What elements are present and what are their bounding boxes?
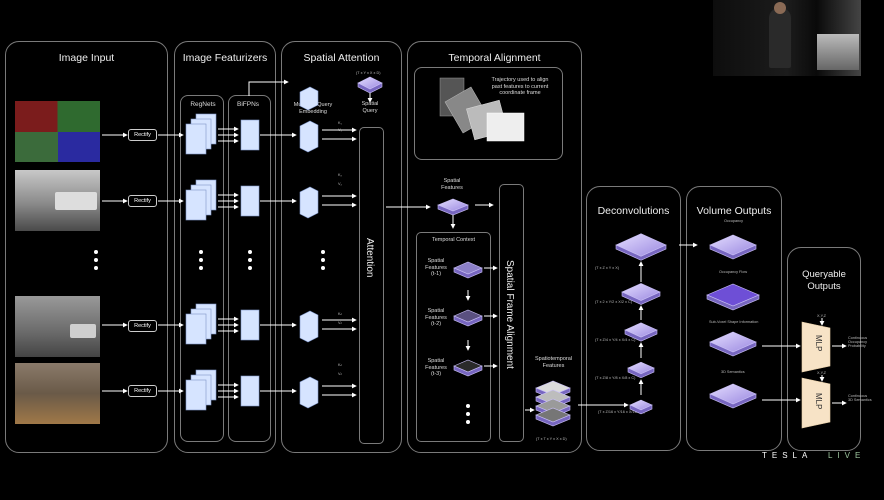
spatiotemporal-dims: (T x T x Y x X x D) — [536, 437, 567, 441]
camera-image-3 — [15, 296, 100, 357]
volume-outputs-panel: Volume Outputs — [686, 186, 782, 451]
image-featurizers-panel: Image Featurizers — [174, 41, 276, 453]
volume-label: Sub-Voxel Shape Information — [709, 320, 759, 324]
context-item-t2: Spatial Features (t-2) — [425, 308, 447, 328]
ellipsis-dots-icon — [94, 250, 98, 274]
bifpns-label: BiFPNs — [236, 101, 260, 108]
panel-title: Spatial Attention — [303, 52, 380, 64]
temporal-alignment-panel: Temporal Alignment — [407, 41, 582, 453]
rectify-box-2: Rectify — [128, 195, 157, 207]
volume-label: 3D Semantics — [721, 370, 745, 374]
queryable-outputs-panel: Queryable Outputs — [787, 247, 861, 451]
continuous-semantics-label: Continuous 3D Semantics — [848, 394, 872, 402]
kv-label: V₁ — [338, 128, 342, 132]
ellipsis-dots-icon — [248, 250, 252, 274]
deconv-dims: (T x 2 x Y/2 x X/2 x C) — [595, 300, 632, 304]
camera-image-1 — [15, 101, 100, 162]
camera-image-4 — [15, 363, 100, 424]
deconv-dims: (T x Z/16 x Y/16 x X/16 x C) — [598, 410, 645, 414]
kv-label: K₂ — [338, 173, 343, 177]
ellipsis-dots-icon — [466, 404, 470, 428]
panel-title: Queryable Outputs — [802, 269, 846, 292]
tesla-brand: TESLA — [762, 451, 813, 460]
mlp-label-2: MLP — [814, 393, 823, 410]
attention-label: Attention — [364, 238, 375, 278]
trajectory-box — [414, 67, 563, 160]
volume-label: Occupancy — [724, 219, 743, 223]
ellipsis-dots-icon — [199, 250, 203, 274]
temporal-context-label: Temporal Context — [431, 237, 476, 243]
rectify-box-4: Rectify — [128, 385, 157, 397]
kv-label: Vₙ — [338, 372, 343, 376]
rectify-box-3: Rectify — [128, 320, 157, 332]
spatial-query-dims: (T x Y x X x D) — [356, 71, 381, 75]
temporal-context-box — [416, 232, 491, 442]
panel-title: Temporal Alignment — [448, 52, 541, 64]
live-brand: LIVE — [828, 451, 866, 460]
deconv-dims: (T x Z/4 x Y/4 x X/4 x C) — [595, 338, 636, 342]
xyz-label: X,Y,Z — [817, 371, 827, 375]
mlp-label-1: MLP — [814, 335, 823, 352]
panel-title: Image Input — [58, 52, 115, 64]
deconv-dims: (T x Z x Y x X) — [595, 266, 620, 270]
spatial-frame-alignment-block — [499, 184, 524, 442]
trajectory-note: Trajectory used to align past features t… — [491, 77, 549, 97]
context-item-t3: Spatial Features (t-3) — [425, 358, 447, 378]
speaker-video — [713, 0, 861, 76]
regnets-column — [180, 95, 224, 442]
attention-block — [359, 127, 384, 444]
ellipsis-dots-icon — [321, 250, 325, 274]
panel-title: Volume Outputs — [696, 205, 772, 217]
spatial-features-label: Spatial Features — [441, 178, 463, 191]
multicam-query-label: Multicam Query Embedding — [293, 102, 333, 115]
xyz-label: X,Y,Z — [817, 314, 827, 318]
rectify-box-1: Rectify — [128, 129, 157, 141]
kv-label: Vₙ — [338, 321, 343, 325]
spatial-attention-panel: Spatial Attention — [281, 41, 402, 453]
panel-title: Deconvolutions — [597, 205, 670, 217]
spatial-query-label: Spatial Query — [361, 101, 379, 114]
bifpns-column — [228, 95, 271, 442]
deconvolutions-panel: Deconvolutions — [586, 186, 681, 451]
spatial-frame-alignment-label: Spatial Frame Alignment — [504, 260, 515, 369]
volume-label: Occupancy Flow — [719, 270, 748, 274]
image-input-panel: Image Input — [5, 41, 168, 453]
camera-image-2 — [15, 170, 100, 231]
panel-title: Image Featurizers — [182, 52, 268, 64]
kv-label: K₁ — [338, 121, 342, 125]
regnets-label: RegNets — [190, 101, 216, 108]
kv-label: Kₙ — [338, 363, 343, 367]
kv-label: V₂ — [338, 182, 343, 186]
spatiotemporal-label: Spatiotemporal Features — [535, 356, 572, 369]
continuous-occupancy-label: Continuous Occupancy Probability — [848, 336, 868, 348]
context-item-t1: Spatial Features (t-1) — [425, 258, 447, 278]
kv-label: Kₙ — [338, 312, 343, 316]
deconv-dims: (T x Z/8 x Y/8 x X/8 x C) — [595, 376, 636, 380]
